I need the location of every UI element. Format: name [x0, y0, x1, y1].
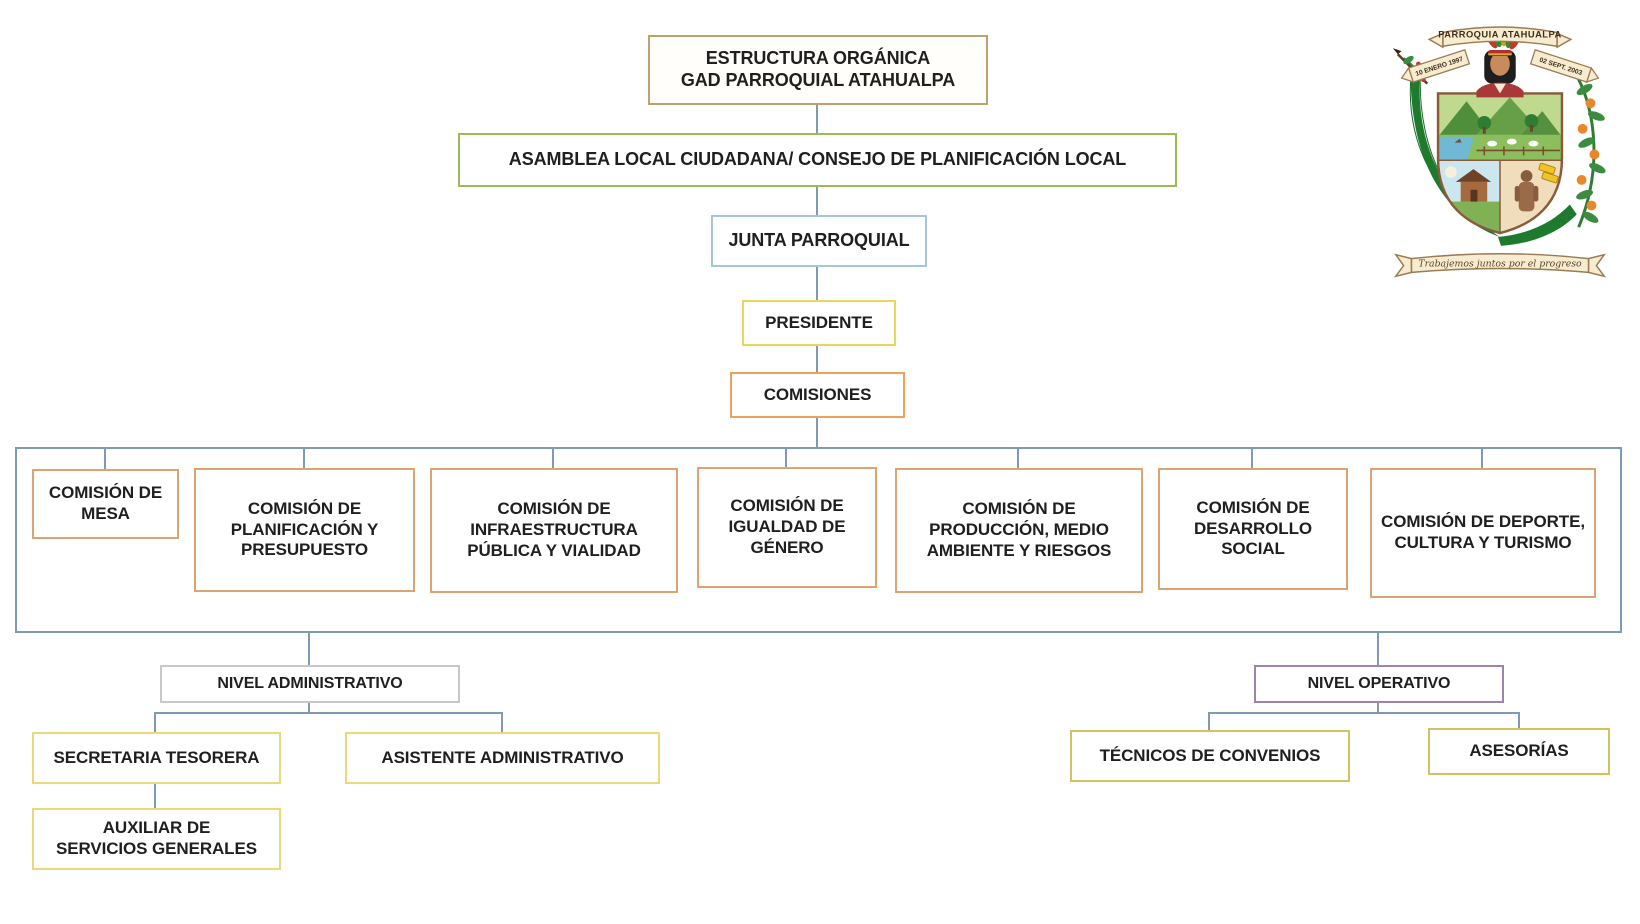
- junta-parroquial-box: JUNTA PARROQUIAL: [711, 215, 927, 267]
- connector-line: [1481, 447, 1483, 469]
- connector-line: [1518, 712, 1520, 728]
- connector-line: [816, 346, 818, 372]
- connector-line: [785, 447, 787, 469]
- connector-line: [1017, 447, 1019, 469]
- commission-box-infraestructura: COMISIÓN DE INFRAESTRUCTURA PÚBLICA Y VI…: [430, 468, 678, 593]
- tecnicos-convenios-box: TÉCNICOS DE CONVENIOS: [1070, 730, 1350, 782]
- asamblea-box: ASAMBLEA LOCAL CIUDADANA/ CONSEJO DE PLA…: [458, 133, 1177, 187]
- commission-box-deporte: COMISIÓN DE DEPORTE, CULTURA Y TURISMO: [1370, 468, 1596, 598]
- orange-branch-icon: [1574, 73, 1606, 228]
- commission-box-mesa: COMISIÓN DE MESA: [32, 469, 179, 539]
- auxiliar-servicios-box: AUXILIAR DE SERVICIOS GENERALES: [32, 808, 281, 870]
- connector-line: [501, 712, 503, 732]
- left-date-banner: 10 ENERO 1997: [1400, 48, 1471, 84]
- connector-line: [1251, 447, 1253, 469]
- motto-text: Trabajemos juntos por el progreso: [1418, 258, 1582, 269]
- commission-box-desarrollo: COMISIÓN DE DESARROLLO SOCIAL: [1158, 468, 1348, 590]
- nivel-administrativo-box: NIVEL ADMINISTRATIVO: [160, 665, 460, 703]
- commissions-container: [15, 447, 1622, 633]
- commission-box-planificacion: COMISIÓN DE PLANIFICACIÓN Y PRESUPUESTO: [194, 468, 415, 592]
- connector-line: [308, 703, 310, 714]
- connector-line: [816, 187, 818, 215]
- nivel-operativo-box: NIVEL OPERATIVO: [1254, 665, 1504, 703]
- secretaria-tesorera-box: SECRETARIA TESORERA: [32, 732, 281, 784]
- presidente-box: PRESIDENTE: [742, 300, 896, 346]
- connector-line: [154, 712, 503, 714]
- asistente-administrativo-box: ASISTENTE ADMINISTRATIVO: [345, 732, 660, 784]
- connector-line: [104, 447, 106, 469]
- comisiones-box: COMISIONES: [730, 372, 905, 418]
- connector-line: [154, 784, 156, 808]
- commission-box-igualdad: COMISIÓN DE IGUALDAD DE GÉNERO: [697, 467, 877, 588]
- top-banner: PARROQUIA ATAHUALPA: [1427, 26, 1573, 49]
- connector-line: [816, 267, 818, 300]
- connector-line: [1208, 712, 1210, 730]
- asesorias-box: ASESORÍAS: [1428, 728, 1610, 775]
- connector-line: [1377, 633, 1379, 665]
- top-banner-text: PARROQUIA ATAHUALPA: [1438, 29, 1562, 39]
- parroquia-atahualpa-crest-logo: PARROQUIA ATAHUALPA 10 ENERO 1997 02 SEP…: [1392, 26, 1607, 278]
- root-box: ESTRUCTURA ORGÁNICA GAD PARROQUIAL ATAHU…: [648, 35, 988, 105]
- connector-line: [308, 633, 310, 665]
- connector-line: [552, 447, 554, 469]
- commission-box-produccion: COMISIÓN DE PRODUCCIÓN, MEDIO AMBIENTE Y…: [895, 468, 1143, 593]
- connector-line: [1377, 703, 1379, 714]
- connector-line: [303, 447, 305, 469]
- connector-line: [816, 418, 818, 447]
- motto-banner: Trabajemos juntos por el progreso: [1393, 252, 1607, 278]
- connector-line: [1208, 712, 1520, 714]
- shield-outline: [1436, 92, 1564, 235]
- connector-line: [816, 105, 818, 133]
- right-date-banner: 02 SEPT. 2003: [1529, 48, 1600, 84]
- connector-line: [154, 712, 156, 732]
